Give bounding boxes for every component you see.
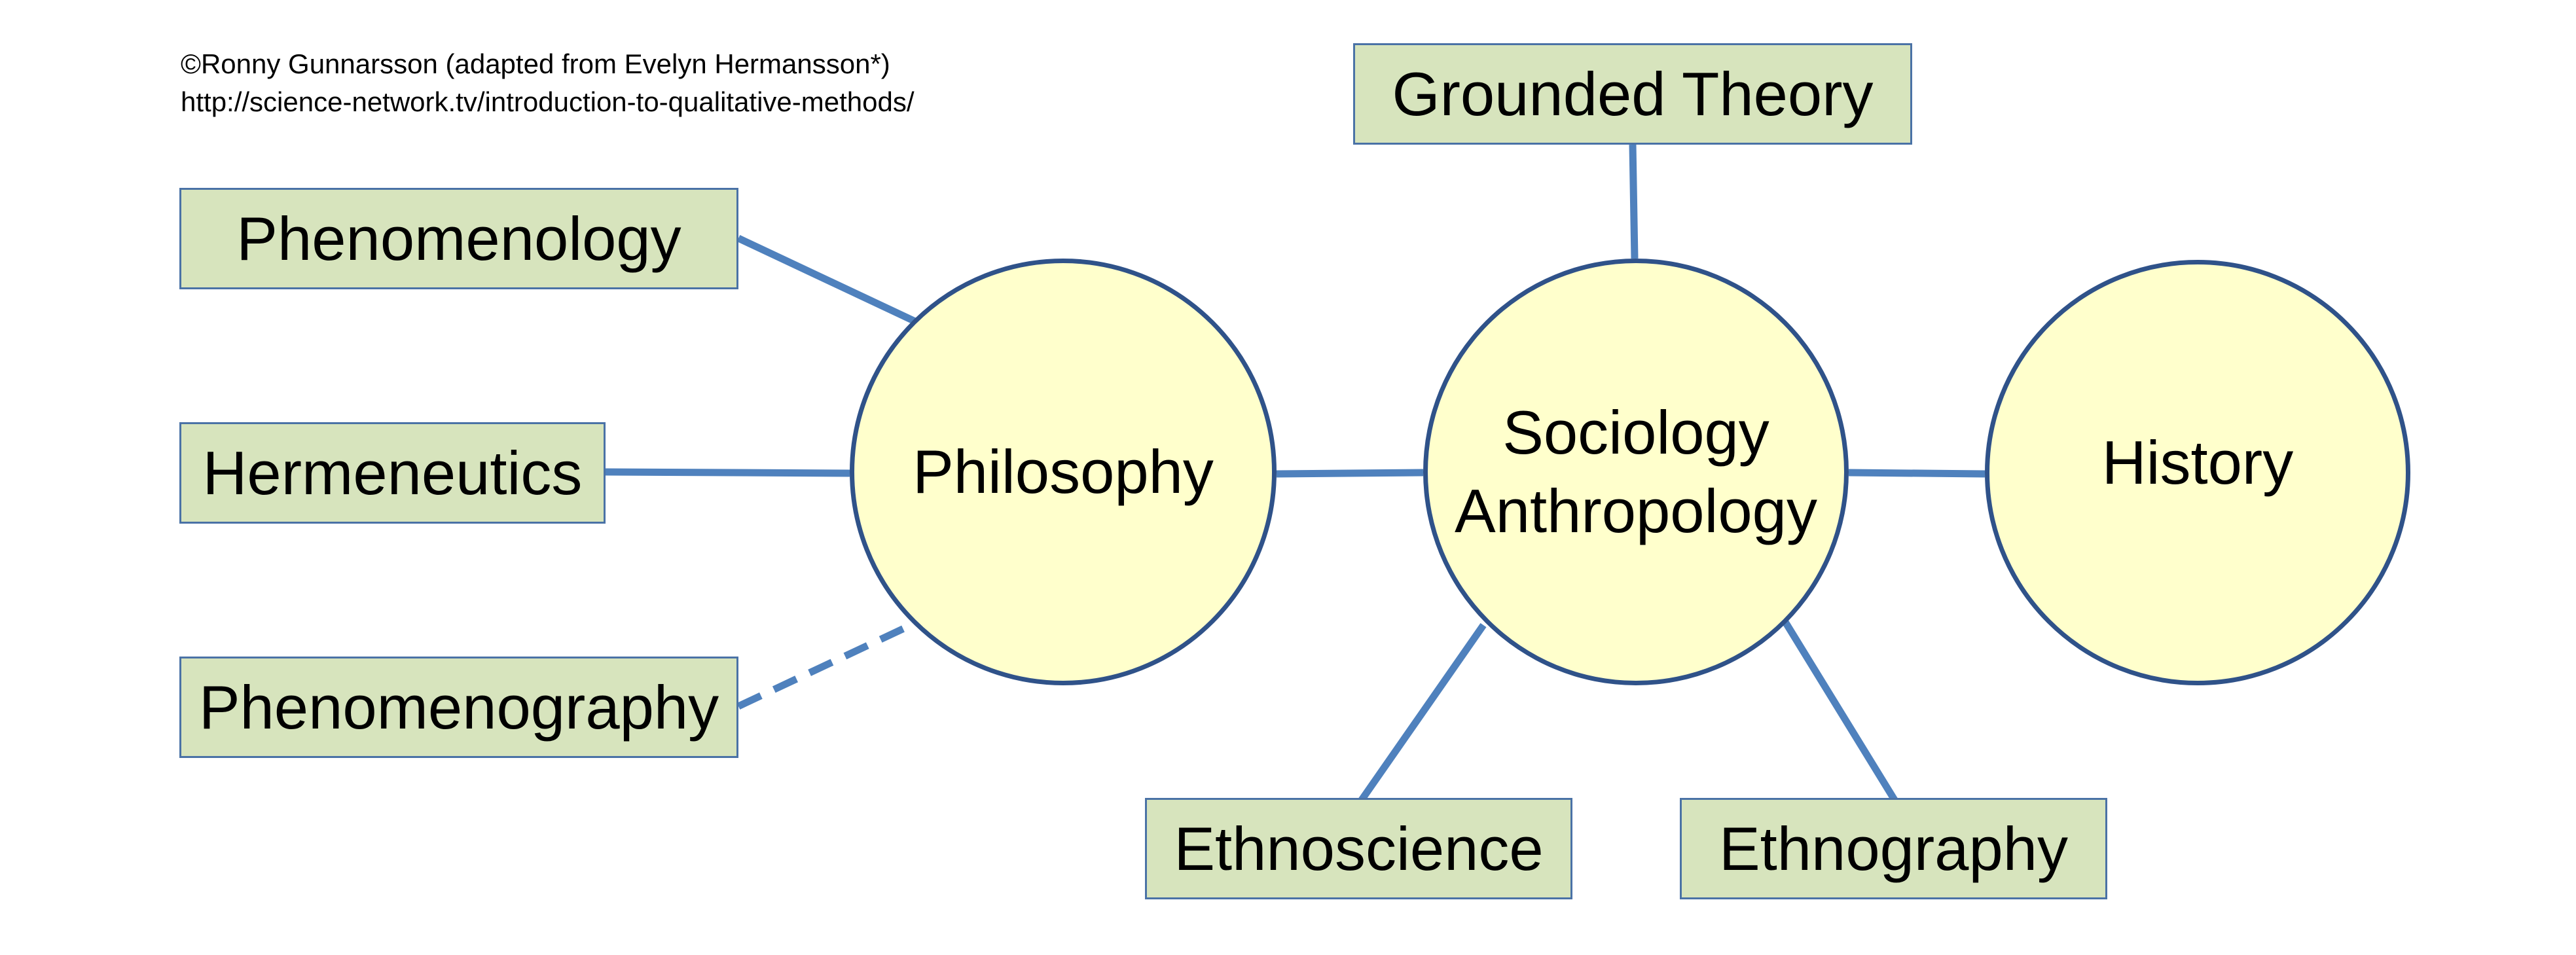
- connector-phenomenology-philosophy: [736, 235, 918, 325]
- circle-sociology-label: Sociology: [1502, 398, 1769, 467]
- connector-ethnoscience-sociology: [1358, 622, 1487, 802]
- circle-sociology-anthropology: Sociology Anthropology: [1423, 259, 1849, 685]
- box-phenomenography: Phenomenography: [179, 657, 738, 758]
- connector-philosophy-sociology: [1276, 469, 1424, 478]
- circle-philosophy: Philosophy: [850, 259, 1277, 685]
- circle-history: History: [1985, 260, 2410, 685]
- box-ethnography: Ethnography: [1680, 798, 2107, 899]
- box-grounded-theory: Grounded Theory: [1353, 43, 1912, 145]
- connector-sociology-history: [1848, 469, 1986, 478]
- credit-url: http://science-network.tv/introduction-t…: [181, 86, 915, 117]
- connector-ethnography-sociology: [1782, 620, 1898, 802]
- circle-philosophy-label: Philosophy: [913, 437, 1214, 506]
- circle-history-label: History: [2101, 428, 2294, 497]
- circle-anthropology-label: Anthropology: [1455, 477, 1817, 545]
- connector-grounded-theory-sociology: [1629, 144, 1639, 259]
- credit-author: ©Ronny Gunnarsson (adapted from Evelyn H…: [181, 48, 890, 79]
- connector-hermeneutics-philosophy: [605, 468, 850, 477]
- box-ethnoscience: Ethnoscience: [1145, 798, 1572, 899]
- box-phenomenology: Phenomenology: [179, 188, 738, 289]
- box-hermeneutics: Hermeneutics: [179, 422, 606, 524]
- connector-phenomenography-philosophy: [736, 619, 918, 710]
